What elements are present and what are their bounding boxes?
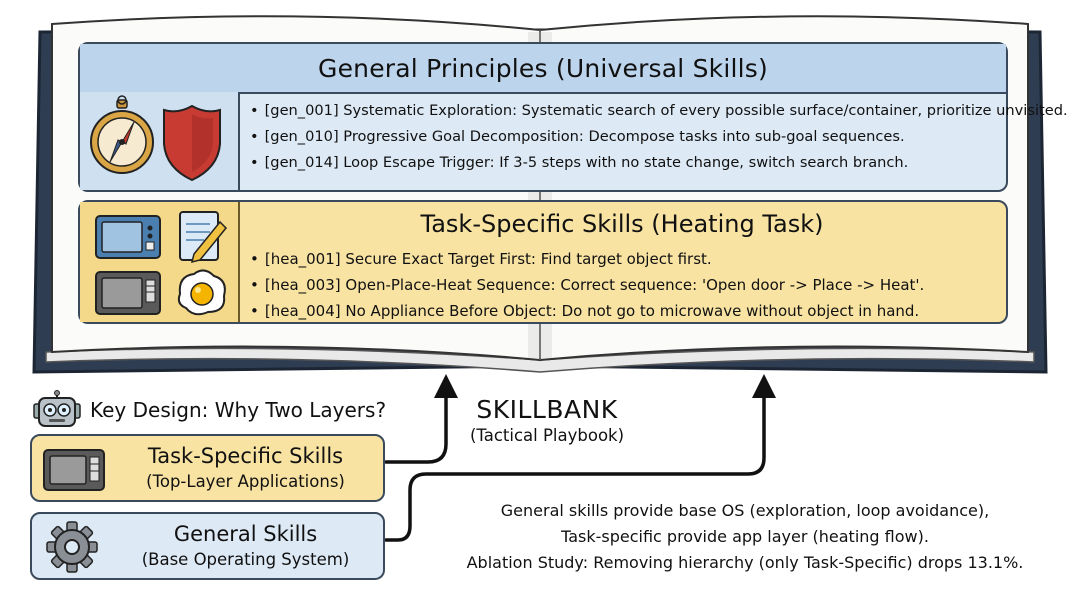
skillbank-label: SKILLBANK (Tactical Playbook): [452, 395, 642, 447]
legend-task-title: Task-Specific Skills: [147, 444, 344, 468]
list-item: •[gen_001] Systematic Exploration: Syste…: [250, 102, 1068, 119]
general-principles-panel: General Principles (Universal Skills): [78, 42, 1068, 192]
oven-icon: [95, 271, 161, 315]
key-design-heading: Key Design: Why Two Layers?: [30, 390, 386, 430]
legend-task-subtitle: (Top-Layer Applications): [146, 472, 345, 491]
shield-icon: [163, 104, 221, 182]
task-specific-panel: Task-Specific Skills (Heating Task) •[he…: [78, 200, 1008, 324]
compass-icon: [90, 95, 154, 174]
gear-icon: [46, 521, 98, 573]
task-specific-title: Task-Specific Skills (Heating Task): [420, 210, 824, 238]
list-item: •[gen_010] Progressive Goal Decompositio…: [250, 128, 905, 145]
arrow-task-to-book: [384, 390, 448, 464]
legend-general-title: General Skills: [173, 522, 318, 546]
microwave-icon: [95, 215, 161, 259]
general-skill-list: •[gen_001] Systematic Exploration: Syste…: [250, 98, 1068, 176]
fried-egg-icon: [177, 269, 226, 316]
skillbank-title: SKILLBANK: [476, 395, 618, 424]
task-skill-list: •[hea_001] Secure Exact Target First: Fi…: [250, 246, 1000, 324]
note-line-3: Ablation Study: Removing hierarchy (only…: [466, 553, 1024, 572]
notepad-icon: [179, 211, 228, 264]
oven-icon: [43, 449, 105, 491]
legend-general-skills: General Skills (Base Operating System): [30, 512, 385, 580]
general-principles-title: General Principles (Universal Skills): [80, 44, 1006, 94]
key-design-text: Key Design: Why Two Layers?: [90, 398, 387, 422]
arrowhead-left: [434, 374, 458, 398]
note-line-2: Task-specific provide app layer (heating…: [561, 527, 929, 546]
skillbank-subtitle: (Tactical Playbook): [469, 426, 625, 445]
list-item: •[hea_004] No Appliance Before Object: D…: [250, 302, 920, 320]
arrowhead-right: [752, 374, 776, 398]
list-item: •[hea_001] Secure Exact Target First: Fi…: [250, 250, 712, 268]
note-line-1: General skills provide base OS (explorat…: [500, 501, 990, 520]
explanation-note: General skills provide base OS (explorat…: [420, 498, 1070, 576]
legend-task-specific: Task-Specific Skills (Top-Layer Applicat…: [30, 434, 385, 502]
task-icons-cell: [80, 202, 240, 322]
robot-icon: [33, 390, 81, 427]
general-icons-cell: [80, 92, 240, 190]
arrow-general-to-book: [384, 390, 766, 542]
list-item: •[hea_003] Open-Place-Heat Sequence: Cor…: [250, 276, 925, 294]
legend-general-subtitle: (Base Operating System): [141, 550, 350, 569]
list-item: •[gen_014] Loop Escape Trigger: If 3-5 s…: [250, 154, 909, 171]
